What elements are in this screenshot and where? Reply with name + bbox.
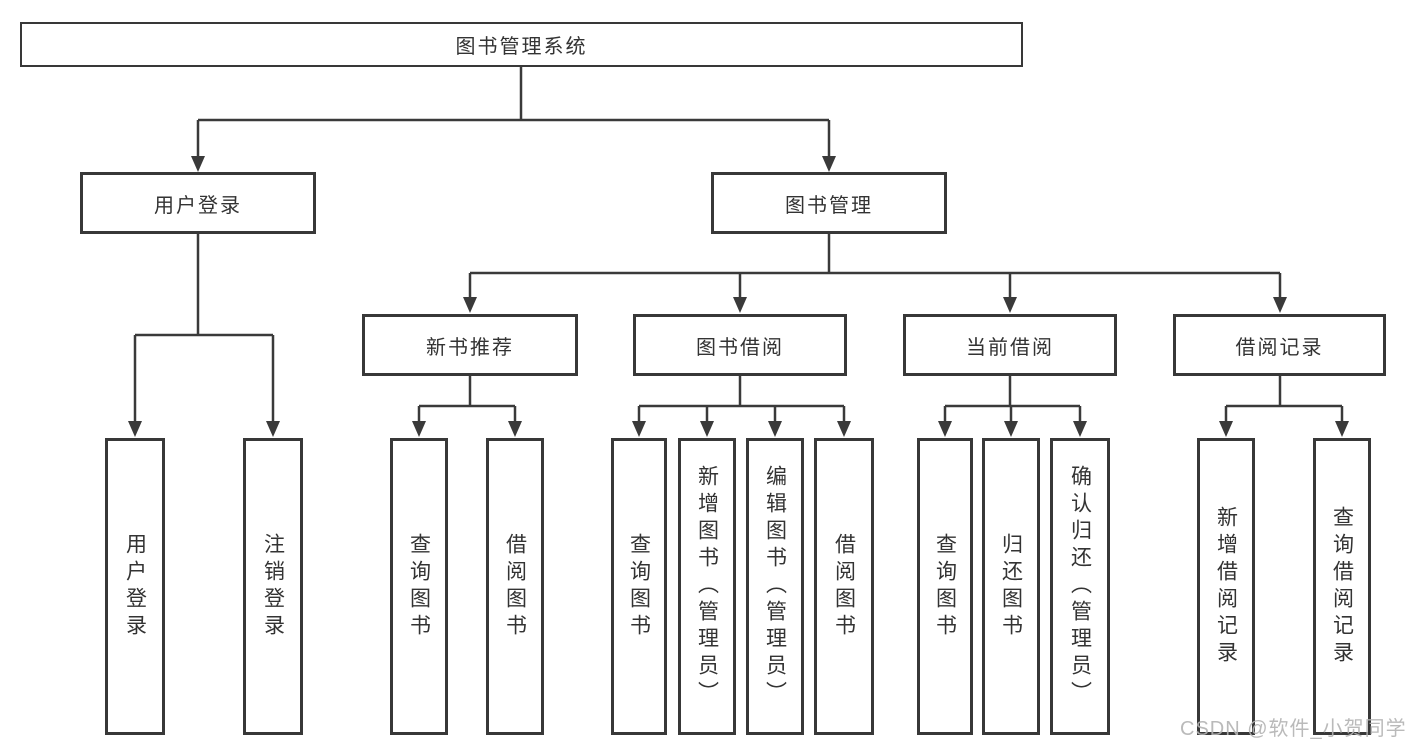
node-root: 图书管理系统: [20, 22, 1023, 67]
leaf-records-add-borrow-record: 新增借阅记录: [1197, 438, 1255, 735]
connector-root-to-level2: [191, 67, 836, 172]
node-user-login-label: 用户登录: [154, 194, 242, 217]
leaf-current-confirm-return-admin-label: 确认归还（管理员）: [1068, 465, 1092, 708]
leaf-current-query-books-label: 查询图书: [933, 532, 957, 641]
node-borrow-records: 借阅记录: [1173, 314, 1386, 376]
node-new-book-recommend: 新书推荐: [362, 314, 578, 376]
leaf-borrow-add-books-admin: 新增图书（管理员）: [678, 438, 736, 735]
leaf-logout-label: 注销登录: [261, 532, 285, 641]
leaf-user-login-label: 用户登录: [123, 532, 147, 641]
node-borrow-records-label: 借阅记录: [1235, 336, 1324, 359]
leaf-current-return-books: 归还图书: [982, 438, 1040, 735]
connector-new-book-rec-children: [412, 376, 522, 437]
leaf-newbook-query-books: 查询图书: [390, 438, 448, 735]
leaf-newbook-query-books-label: 查询图书: [407, 532, 431, 641]
connector-current-borrow-children: [938, 376, 1087, 437]
leaf-borrow-query-books: 查询图书: [611, 438, 667, 735]
leaf-borrow-add-books-admin-label: 新增图书（管理员）: [695, 465, 719, 708]
node-book-borrow: 图书借阅: [633, 314, 847, 376]
leaf-borrow-edit-books-admin: 编辑图书（管理员）: [746, 438, 804, 735]
connector-book-mgmt-children: [463, 234, 1287, 313]
leaf-records-add-borrow-record-label: 新增借阅记录: [1214, 505, 1238, 668]
leaf-newbook-borrow-books-label: 借阅图书: [503, 532, 527, 641]
node-new-book-recommend-label: 新书推荐: [426, 336, 514, 359]
leaf-current-query-books: 查询图书: [917, 438, 973, 735]
node-book-mgmt: 图书管理: [711, 172, 947, 234]
leaf-borrow-query-books-label: 查询图书: [627, 532, 651, 641]
connector-book-borrow-children: [632, 376, 851, 437]
node-current-borrow: 当前借阅: [903, 314, 1117, 376]
leaf-borrow-edit-books-admin-label: 编辑图书（管理员）: [763, 465, 787, 708]
leaf-current-return-books-label: 归还图书: [999, 532, 1023, 641]
leaf-logout: 注销登录: [243, 438, 303, 735]
node-root-label: 图书管理系统: [455, 36, 588, 58]
leaf-borrow-borrow-books-label: 借阅图书: [832, 532, 856, 641]
node-user-login: 用户登录: [80, 172, 316, 234]
csdn-watermark: CSDN @软件_小贺同学: [1180, 718, 1405, 740]
leaf-records-query-borrow-record: 查询借阅记录: [1313, 438, 1371, 735]
node-book-borrow-label: 图书借阅: [696, 336, 784, 359]
leaf-user-login: 用户登录: [105, 438, 165, 735]
leaf-borrow-borrow-books: 借阅图书: [814, 438, 874, 735]
node-book-mgmt-label: 图书管理: [785, 194, 873, 217]
connector-user-login-children: [128, 234, 280, 437]
leaf-records-query-borrow-record-label: 查询借阅记录: [1330, 505, 1354, 668]
leaf-current-confirm-return-admin: 确认归还（管理员）: [1050, 438, 1110, 735]
leaf-newbook-borrow-books: 借阅图书: [486, 438, 544, 735]
connector-borrow-records-children: [1219, 376, 1349, 437]
node-current-borrow-label: 当前借阅: [966, 336, 1054, 359]
